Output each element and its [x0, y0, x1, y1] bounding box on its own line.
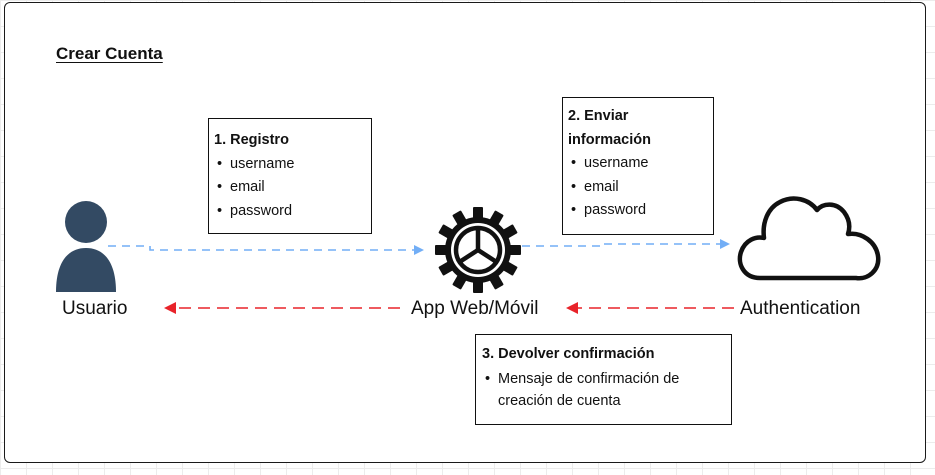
list-item: password	[568, 199, 707, 223]
list-item: username	[568, 152, 707, 176]
step-items: username email password	[568, 152, 707, 223]
list-item: username	[214, 153, 365, 177]
arrow-user-to-app	[108, 245, 424, 255]
step-title: 3. Devolver confirmación	[482, 346, 655, 362]
list-item: password	[214, 200, 365, 224]
step-items: username email password	[214, 153, 365, 224]
cloud-icon	[737, 196, 881, 281]
step-box-registro: 1. Registro username email password	[208, 118, 372, 234]
step-items: Mensaje de confirmación de creación de c…	[482, 368, 725, 412]
list-item: email	[568, 176, 707, 200]
step-title: 2. Enviar información	[568, 105, 707, 152]
step-box-devolver-confirmacion: 3. Devolver confirmación Mensaje de conf…	[475, 334, 732, 425]
user-icon	[56, 201, 116, 292]
node-label-app: App Web/Móvil	[408, 298, 542, 320]
step-title: 1. Registro	[214, 132, 289, 148]
node-label-usuario: Usuario	[62, 298, 128, 320]
list-item: Mensaje de confirmación de creación de c…	[482, 368, 725, 412]
step-box-enviar-informacion: 2. Enviar información username email pas…	[562, 97, 714, 235]
list-item: email	[214, 176, 365, 200]
step-title-line: información	[568, 131, 651, 148]
step-title-line: 2. Enviar	[568, 108, 629, 124]
gear-icon	[435, 207, 521, 293]
arrow-app-to-auth	[522, 239, 730, 249]
node-label-authentication: Authentication	[740, 298, 861, 320]
diagram-title: Crear Cuenta	[56, 44, 163, 63]
